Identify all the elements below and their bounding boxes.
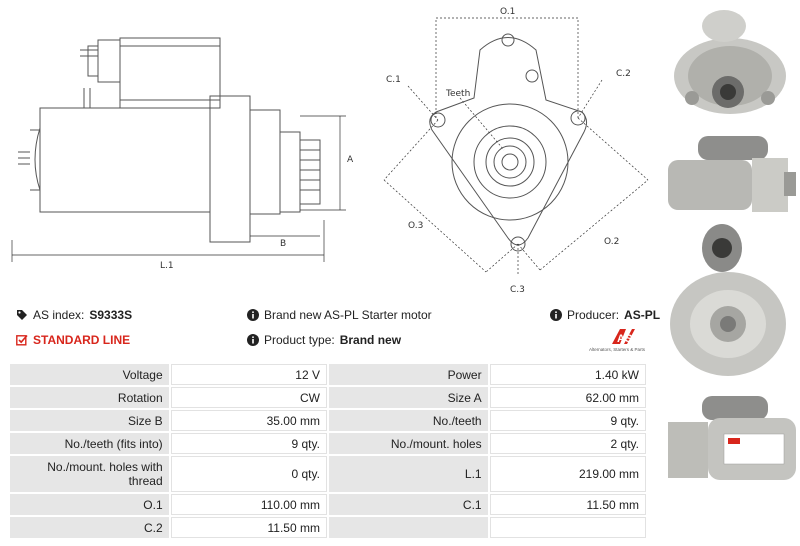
- photo-side-view[interactable]: [662, 128, 800, 218]
- spec-value: 2 qty.: [489, 433, 646, 454]
- product-info: AS index: S9333S Brand new AS-PL Starter…: [14, 304, 660, 356]
- spec-value: 9 qty.: [489, 410, 646, 431]
- spec-key: [328, 517, 488, 538]
- spec-value: 110.00 mm: [170, 494, 327, 515]
- info-icon: [247, 334, 259, 346]
- product-type-row: Product type: Brand new: [247, 333, 401, 347]
- description-text: Brand new AS-PL Starter motor: [264, 308, 432, 322]
- as-index-row: AS index: S9333S: [16, 308, 132, 322]
- spec-key: Power: [328, 364, 488, 385]
- spec-value: 0 qty.: [170, 456, 327, 492]
- spec-value: 9 qty.: [170, 433, 327, 454]
- teeth-label: Teeth: [445, 89, 470, 99]
- dim-c1-label: C.1: [386, 75, 401, 85]
- spec-key: C.2: [10, 517, 169, 538]
- dim-o2-label: O.2: [604, 237, 619, 247]
- dim-o3-label: O.3: [408, 221, 423, 231]
- drawing-svg: L.1 B A O.1 O.2 O.3: [11, 7, 649, 295]
- spec-value: CW: [170, 387, 327, 408]
- producer-value: AS-PL: [624, 308, 661, 322]
- as-index-value: S9333S: [89, 308, 133, 322]
- tag-icon: [17, 310, 27, 320]
- dim-c2-label: C.2: [616, 69, 631, 79]
- spec-value: 219.00 mm: [489, 456, 646, 492]
- product-type-label: Product type:: [264, 333, 335, 347]
- logo-text: AS: [617, 333, 632, 345]
- spec-row: No./teeth (fits into)9 qty.No./mount. ho…: [10, 433, 646, 454]
- dim-l1-label: L.1: [160, 261, 174, 271]
- spec-value: 1.40 kW: [489, 364, 646, 385]
- check-square-icon: [16, 334, 28, 346]
- producer-label: Producer:: [567, 308, 620, 322]
- spec-key: No./teeth (fits into): [10, 433, 169, 454]
- spec-value: 12 V: [170, 364, 327, 385]
- spec-value: 62.00 mm: [489, 387, 646, 408]
- photo-label-view[interactable]: [662, 392, 800, 510]
- info-icon: [247, 309, 259, 321]
- photo-back-view[interactable]: [662, 220, 800, 380]
- brand-logo: AS Alternators, Starters & Parts: [584, 328, 650, 358]
- info-icon: [550, 309, 562, 321]
- product-type-value: Brand new: [339, 333, 402, 347]
- spec-value: 11.50 mm: [489, 494, 646, 515]
- spec-key: L.1: [328, 456, 488, 492]
- spec-key: O.1: [10, 494, 169, 515]
- spec-key: Voltage: [10, 364, 169, 385]
- spec-key: No./teeth: [328, 410, 488, 431]
- producer-row: Producer: AS-PL: [550, 308, 660, 322]
- dim-b-label: B: [280, 239, 286, 249]
- product-photos: [662, 0, 800, 546]
- spec-value: 35.00 mm: [170, 410, 327, 431]
- spec-value: [489, 517, 646, 538]
- spec-key: Size A: [328, 387, 488, 408]
- as-logo-mark: AS: [612, 329, 635, 345]
- as-index-label: AS index:: [33, 308, 85, 322]
- front-view: [429, 33, 588, 252]
- dim-a-label: A: [347, 155, 354, 165]
- dim-c3-label: C.3: [510, 285, 525, 295]
- standard-line-row: STANDARD LINE: [16, 333, 130, 347]
- description-row: Brand new AS-PL Starter motor: [247, 308, 432, 322]
- dim-o1-label: O.1: [500, 7, 515, 17]
- brand-tagline: Alternators, Starters & Parts: [588, 347, 646, 352]
- spec-key: Size B: [10, 410, 169, 431]
- technical-drawing: L.1 B A O.1 O.2 O.3: [0, 0, 660, 300]
- spec-value: 11.50 mm: [170, 517, 327, 538]
- spec-key: No./mount. holes with thread: [10, 456, 169, 492]
- standard-line-label: STANDARD LINE: [33, 333, 131, 347]
- spec-key: C.1: [328, 494, 488, 515]
- spec-key: Rotation: [10, 387, 169, 408]
- spec-key: No./mount. holes: [328, 433, 488, 454]
- photo-front-view[interactable]: [662, 2, 800, 122]
- side-view: [18, 37, 321, 243]
